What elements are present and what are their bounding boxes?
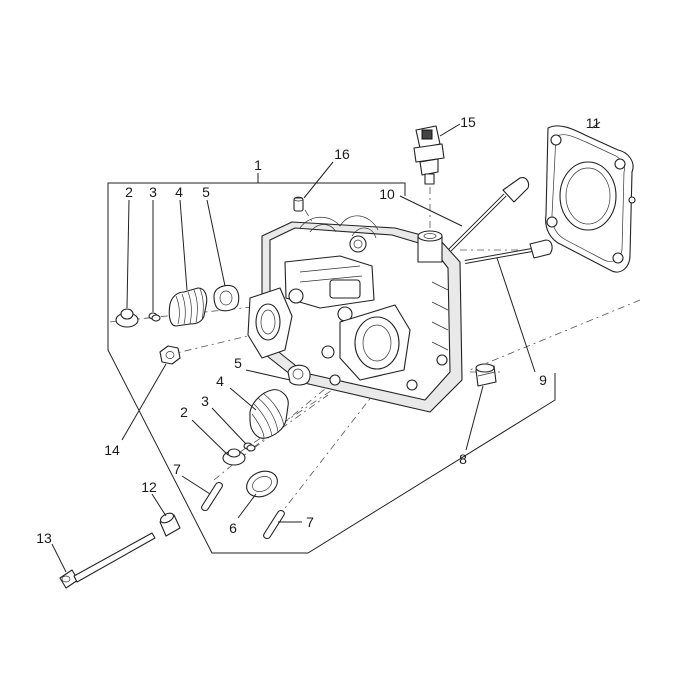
leader-4a (179, 199, 188, 291)
pin-7-upper (201, 482, 223, 511)
leader-12 (151, 493, 167, 517)
label-10: 10 (379, 186, 395, 202)
cylinder-head (247, 215, 463, 413)
leader-3b (211, 407, 247, 445)
label-4b: 4 (216, 373, 224, 389)
collet-3-lower (243, 442, 256, 452)
leader-2b (191, 419, 229, 456)
collet-3-upper (148, 312, 161, 322)
nut-14 (159, 345, 181, 365)
spring-seat-5-lower (287, 364, 311, 386)
valve-guide-8 (475, 363, 497, 387)
temperature-sensor-15 (413, 125, 445, 185)
valve-spring-4-upper (168, 287, 208, 327)
dowel-pin-16 (293, 196, 304, 212)
valve-9 (464, 239, 553, 264)
alignment-lines (109, 170, 641, 531)
head-gasket-11 (545, 125, 636, 273)
label-3a: 3 (149, 184, 157, 200)
label-4a: 4 (175, 184, 183, 200)
bushing-12 (159, 512, 181, 537)
o-ring-6 (246, 470, 278, 498)
label-5a: 5 (202, 184, 210, 200)
label-8: 8 (459, 451, 467, 467)
leader-9 (496, 257, 536, 373)
bolt-13 (59, 532, 156, 589)
leader-10 (399, 195, 463, 227)
leader-5b (245, 369, 291, 381)
label-2a: 2 (125, 184, 133, 200)
leader-6 (237, 493, 257, 519)
label-3b: 3 (201, 393, 209, 409)
label-6: 6 (229, 520, 237, 536)
label-5b: 5 (234, 355, 242, 371)
valve-spring-4-lower (249, 389, 289, 439)
label-12: 12 (141, 479, 157, 495)
leader-7a (181, 475, 211, 495)
label-7a: 7 (173, 461, 181, 477)
leader-14 (121, 363, 167, 441)
label-9: 9 (539, 372, 547, 388)
spring-cap-2-lower (222, 448, 246, 466)
leader-2a (126, 199, 130, 309)
label-2b: 2 (180, 404, 188, 420)
label-7b: 7 (306, 514, 314, 530)
label-11: 11 (586, 115, 601, 131)
label-15: 15 (460, 114, 476, 130)
label-16: 16 (334, 146, 350, 162)
leader-16 (303, 161, 334, 199)
leader-8 (465, 385, 484, 451)
label-13: 13 (36, 530, 52, 546)
leader-15 (439, 123, 461, 137)
leader-5a (206, 199, 226, 287)
assembly-bracket (107, 182, 556, 554)
leader-13 (51, 543, 67, 573)
label-1: 1 (254, 157, 262, 173)
leader-11 (591, 121, 601, 129)
pin-7-lower (263, 510, 285, 539)
spring-seat-5-upper (213, 284, 240, 312)
spring-cap-2-upper (115, 308, 139, 328)
leader-4b (229, 387, 257, 411)
label-14: 14 (104, 442, 120, 458)
valve-10 (448, 177, 530, 252)
